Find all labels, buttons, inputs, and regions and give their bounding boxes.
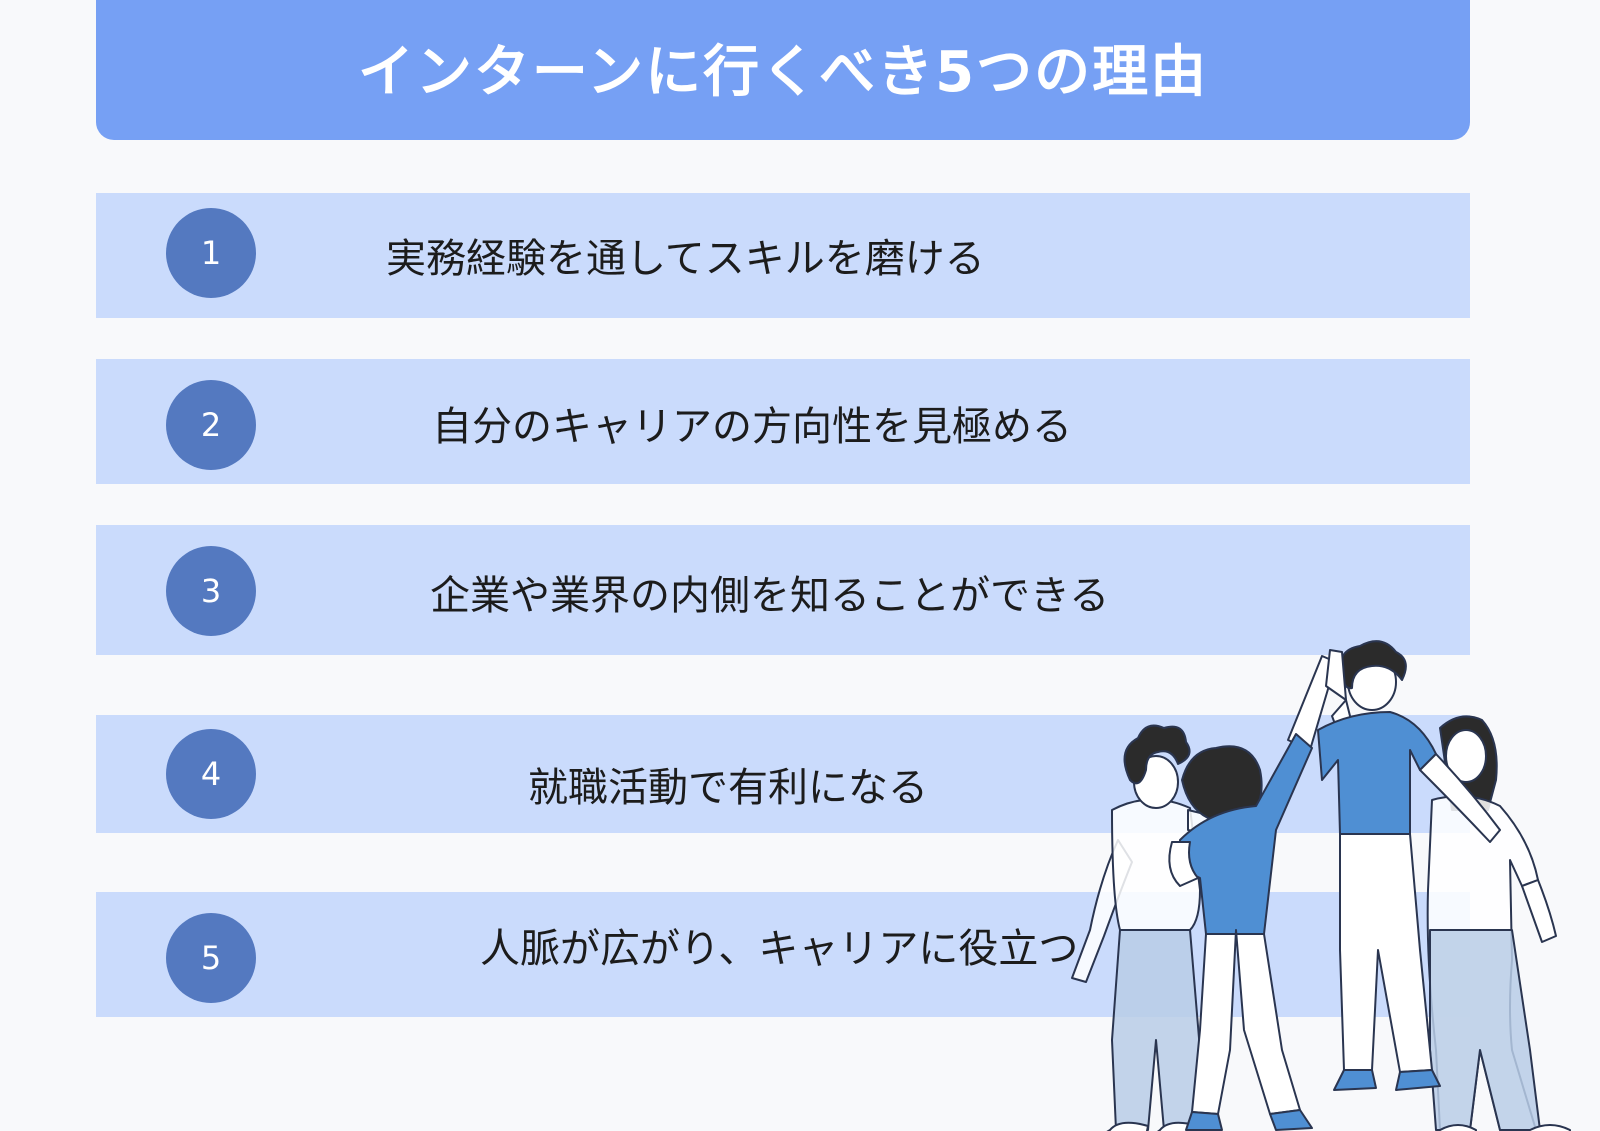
reason-text: 自分のキャリアの方向性を見極める	[432, 404, 1072, 450]
reason-number-badge: 4	[166, 729, 256, 819]
reason-number-badge: 5	[166, 913, 256, 1003]
person-figure-2	[1168, 655, 1337, 1131]
reason-row-1: 1 実務経験を通してスキルを磨ける	[96, 193, 1470, 318]
reason-text: 人脈が広がり、キャリアに役立つ	[480, 926, 1079, 972]
person-figure-4	[1426, 715, 1571, 1131]
reason-number-badge: 2	[166, 380, 256, 470]
reason-text: 企業や業界の内側を知ることができる	[430, 573, 1110, 619]
reason-row-3: 3 企業や業界の内側を知ることができる	[96, 525, 1470, 655]
reason-number-badge: 3	[166, 546, 256, 636]
reason-text: 就職活動で有利になる	[528, 765, 928, 811]
person-figure-3	[1317, 640, 1501, 1091]
reason-row-2: 2 自分のキャリアの方向性を見極める	[96, 359, 1470, 484]
reason-number-badge: 1	[166, 208, 256, 298]
page-title: インターンに行くべき5つの理由	[357, 39, 1209, 105]
reason-text: 実務経験を通してスキルを磨ける	[386, 236, 985, 282]
high-five-people-illustration	[1071, 640, 1571, 1131]
person-figure-1	[1071, 724, 1261, 1131]
title-banner: インターンに行くべき5つの理由	[96, 0, 1470, 140]
